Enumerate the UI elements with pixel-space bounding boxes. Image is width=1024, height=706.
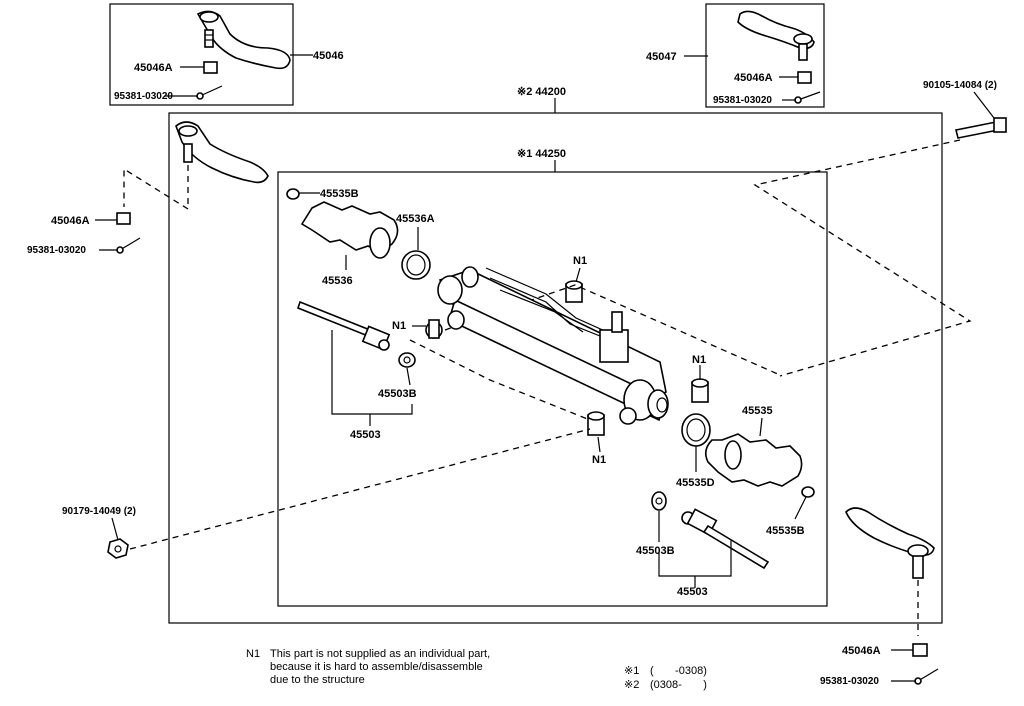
tie-rod-end-rh-icon — [737, 10, 815, 61]
part-number-45046: 45046 — [313, 50, 344, 62]
n1-marker: N1 — [573, 255, 588, 267]
clamp-45535d-icon — [681, 413, 711, 447]
part-number-45503b: 45503B — [636, 545, 675, 557]
lock-washer-icon — [398, 352, 416, 368]
part-number-45535: 45535 — [742, 405, 773, 417]
bushing-n1-icon — [691, 378, 709, 403]
footnote-line: This part is not supplied as an individu… — [270, 648, 491, 660]
tie-rod-end-right-icon — [845, 507, 935, 579]
clamp-45535b-icon — [286, 188, 300, 200]
part-number-45535b: 45535B — [766, 525, 805, 537]
part-number-45503: 45503 — [350, 429, 381, 441]
footnote-line: due to the structure — [270, 674, 365, 686]
rack-assy-frame — [277, 171, 828, 607]
part-number-45046a: 45046A — [134, 62, 173, 74]
bushing-n1-icon — [565, 280, 583, 303]
part-number-45503b: 45503B — [378, 388, 417, 400]
inner-tie-rod-right-icon — [681, 508, 770, 570]
part-number-95381: 95381-03020 — [114, 91, 173, 102]
part-number-95381: 95381-03020 — [27, 245, 86, 256]
clamp-45535b-icon — [801, 486, 815, 498]
cotter-pin-icon — [116, 237, 141, 254]
tie-rod-end-lh-icon — [196, 10, 291, 70]
footnote-line: because it is hard to assemble/disassemb… — [270, 661, 483, 673]
rack-housing-icon — [437, 266, 669, 425]
part-number-45536: 45536 — [322, 275, 353, 287]
boot-45536-icon — [300, 201, 399, 259]
boot-45535-icon — [704, 433, 803, 487]
part-number-45046a: 45046A — [842, 645, 881, 657]
steering-gear-assy-label: ※2 44200 — [517, 86, 566, 98]
tie-rod-end-left-icon — [175, 121, 269, 184]
legend-mark: ※1 — [624, 665, 640, 677]
bushing-n1-icon — [425, 319, 443, 339]
cotter-pin-icon — [196, 85, 223, 100]
part-number-45046a: 45046A — [734, 72, 773, 84]
cotter-pin-icon — [794, 91, 821, 104]
footnote-code: N1 — [246, 648, 261, 660]
nut-90179-icon — [107, 538, 129, 559]
part-number-45535d: 45535D — [676, 477, 715, 489]
part-number-95381: 95381-03020 — [713, 95, 772, 106]
part-number-45535b: 45535B — [320, 188, 359, 200]
inner-tie-rod-left-icon — [297, 300, 391, 351]
part-number-45047: 45047 — [646, 51, 677, 63]
part-number-45046a: 45046A — [51, 215, 90, 227]
castle-nut-icon — [912, 643, 928, 657]
legend-mark: ※2 — [624, 679, 640, 691]
part-number-45536a: 45536A — [396, 213, 435, 225]
bolt-icon — [955, 117, 1007, 139]
castle-nut-icon — [203, 61, 218, 74]
bushing-n1-icon — [587, 411, 605, 436]
n1-marker: N1 — [392, 320, 407, 332]
legend-range: (0308- ) — [650, 679, 707, 691]
part-number-90105: 90105-14084 (2) — [923, 80, 997, 91]
rack-assy-label: ※1 44250 — [517, 148, 566, 160]
part-number-90179: 90179-14049 (2) — [62, 506, 136, 517]
cotter-pin-icon — [914, 668, 939, 685]
legend-range: ( -0308) — [650, 665, 707, 677]
n1-marker: N1 — [692, 354, 707, 366]
clamp-45536a-icon — [401, 250, 431, 280]
castle-nut-icon — [116, 212, 131, 225]
castle-nut-icon — [797, 71, 812, 84]
n1-marker: N1 — [592, 454, 607, 466]
lock-washer-icon — [651, 491, 667, 511]
part-number-95381: 95381-03020 — [820, 676, 879, 687]
part-number-45503: 45503 — [677, 586, 708, 598]
